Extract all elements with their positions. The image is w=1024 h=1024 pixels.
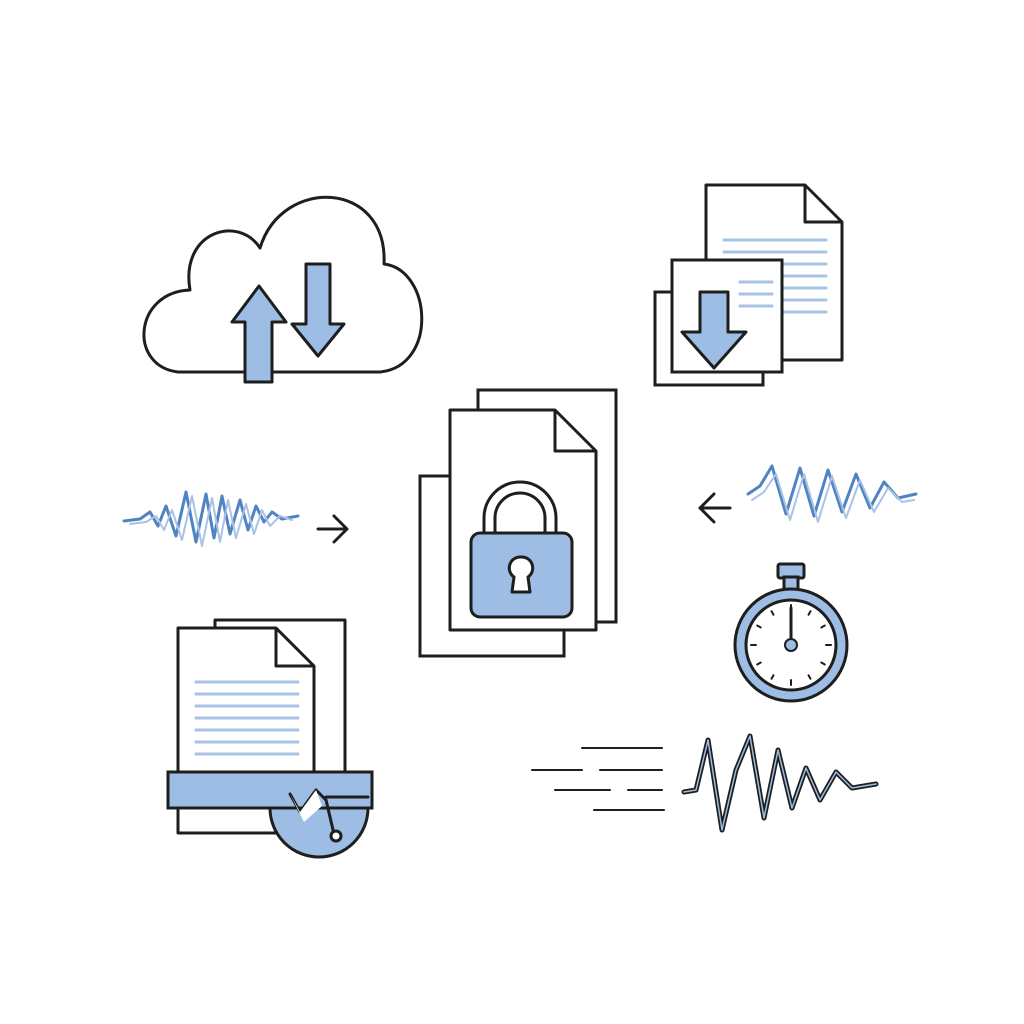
stopwatch-tick [756, 661, 762, 666]
cloud-outline [142, 195, 424, 374]
padlock-keyhole-icon [507, 555, 535, 594]
stopwatch-tick [820, 624, 826, 629]
stack-document-fold [553, 410, 596, 453]
speed-lines [531, 747, 665, 811]
download-arrow-icon [290, 262, 346, 358]
outgoing-signal-icon [698, 464, 918, 524]
arrow-left-icon [698, 492, 732, 524]
sound-wave-left-echo [129, 495, 293, 547]
download-arrow-icon [680, 290, 748, 370]
stopwatch-tick [820, 661, 826, 666]
front-document-text-lines [738, 280, 774, 308]
sound-wave-left [122, 490, 300, 544]
stopwatch-tick [770, 610, 775, 616]
stopwatch-tick [807, 610, 812, 616]
shredder-bar [166, 770, 374, 810]
stopwatch-tick [756, 624, 762, 629]
padlock-shackle [482, 480, 558, 537]
shred-document-text-lines [194, 680, 300, 756]
shredder-blade [268, 806, 370, 859]
upload-arrow-icon [230, 284, 288, 384]
incoming-signal-icon [122, 490, 349, 547]
back-document-fold [803, 185, 842, 224]
sound-wave-right [746, 464, 918, 518]
stopwatch-pivot [784, 638, 798, 652]
sound-wave-right-echo [751, 473, 915, 523]
stopwatch-icon [733, 562, 849, 703]
shred-pointer-dot [329, 829, 343, 843]
stopwatch-tick [770, 674, 775, 680]
document-shred-icon [166, 618, 374, 859]
shred-cut-fill [290, 790, 322, 822]
locked-document-icon [418, 388, 618, 658]
cloud-sync-icon [142, 195, 424, 384]
arrow-right-icon [316, 514, 349, 544]
pulse-wave-highlight [683, 735, 877, 831]
document-download-icon [653, 183, 844, 387]
speed-signal-icon [531, 733, 879, 833]
stopwatch-tick [807, 674, 812, 680]
shred-document-fold [274, 628, 314, 668]
